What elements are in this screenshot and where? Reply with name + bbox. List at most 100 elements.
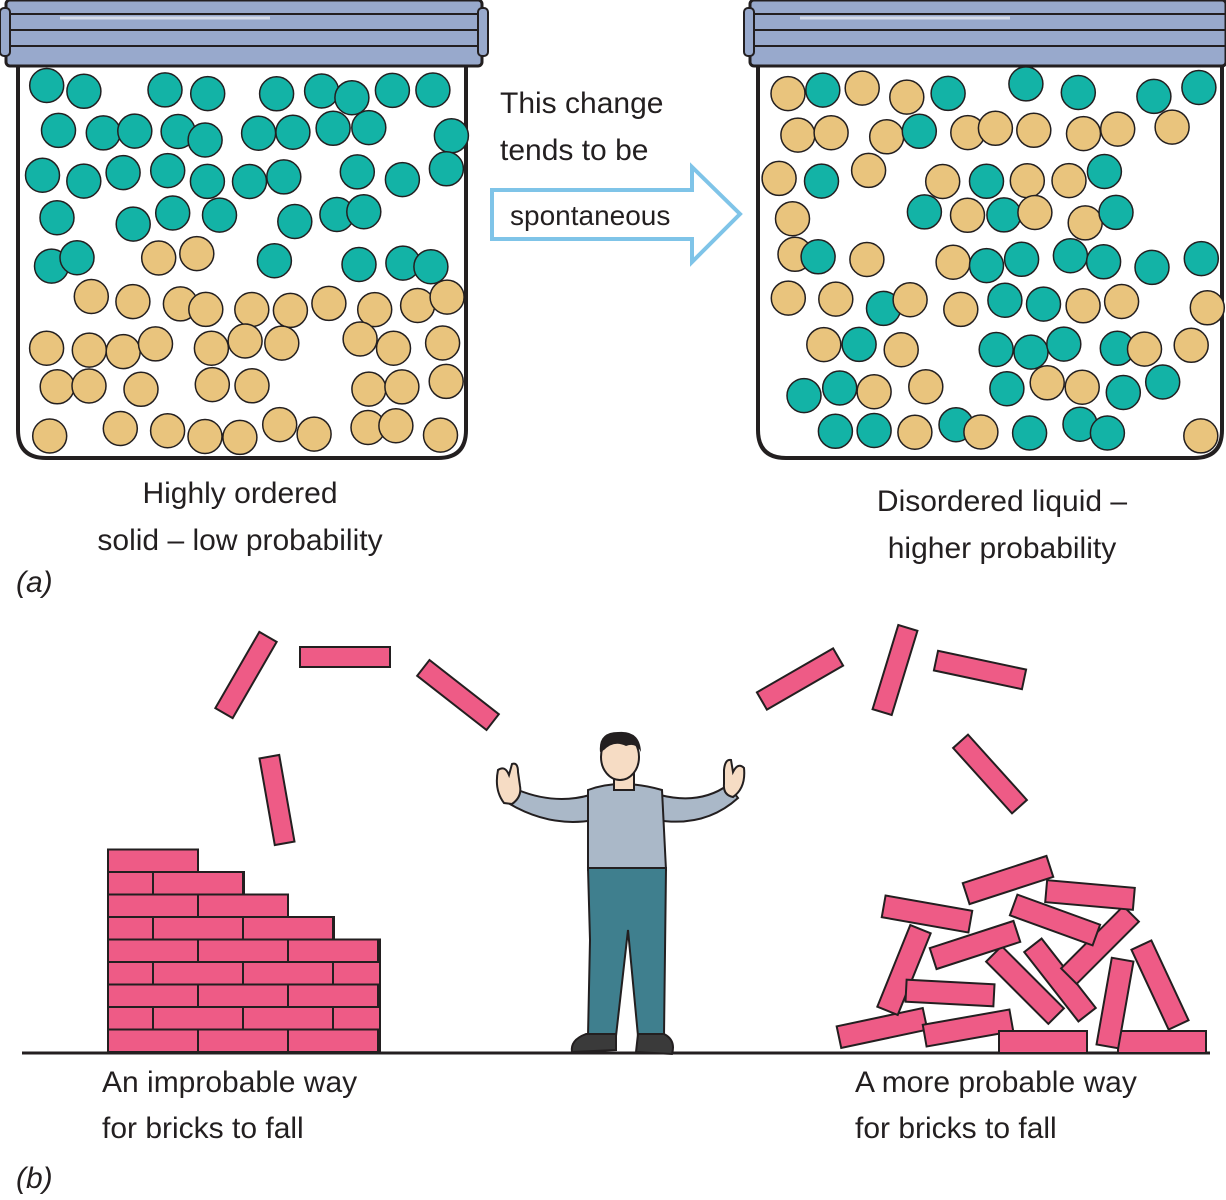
pile-brick [1117,1030,1207,1054]
flying-brick [299,646,391,668]
particle [786,377,822,414]
particle [187,122,223,158]
right-jar-caption-line-1: Disordered liquid – [877,485,1127,518]
panel-a-label: (a) [16,566,53,599]
particle [311,285,347,322]
flying-brick [755,646,845,712]
particle [1105,374,1142,411]
particle [1189,290,1226,326]
particle [1009,162,1046,199]
particle [1003,241,1040,278]
particle [40,112,77,149]
particle [1183,418,1219,454]
particle [384,369,420,405]
particle [963,414,999,450]
pile-brick [1130,939,1190,1031]
particle [806,326,842,363]
spontaneous-arrow: This change tends to be spontaneous [490,87,743,267]
wall-brick [242,1006,334,1031]
particle [1013,334,1049,370]
particle [433,118,470,154]
particle [28,330,65,366]
particle [234,291,270,328]
arrow-label-spontaneous: spontaneous [510,200,670,231]
wall-brick [332,916,335,941]
particle [424,325,461,361]
pile-brick [1044,879,1136,911]
right-jar-particles [761,66,1226,454]
wall-brick [287,938,379,963]
flying-brick [415,658,501,732]
particle [1085,244,1122,280]
flying-brick [932,649,1028,691]
particle [429,279,465,315]
particle [1008,66,1044,102]
particle [1086,153,1123,190]
right-bricks-caption-line-2: for bricks to fall [855,1112,1057,1145]
particle [334,79,370,116]
flying-bricks [213,623,1029,847]
particle [856,373,892,410]
particle [1183,240,1220,277]
particle [1089,415,1126,451]
particle [272,292,309,329]
particle [774,200,811,237]
particle [1064,369,1100,405]
particle [849,241,885,278]
particle [1025,286,1062,322]
wall-brick [107,1028,199,1053]
flying-brick [951,733,1029,815]
right-hand [722,758,746,799]
particle [315,110,351,147]
particle [892,281,928,318]
pile-brick [928,919,1022,971]
wall-brick [152,916,244,941]
particle [943,291,979,328]
hair [599,731,641,752]
particle [346,193,382,230]
particle [889,79,925,115]
wall-brick [287,1028,379,1053]
flying-brick [258,753,296,847]
particle [968,163,1005,200]
particle [374,72,411,109]
particle [1046,326,1082,362]
particle [66,73,102,110]
particle [1134,249,1170,286]
wall-brick [242,871,245,896]
particle [384,161,421,198]
particle [813,114,849,151]
wall-brick [107,938,199,963]
particle [883,331,919,368]
particle [227,323,263,359]
particle [1126,331,1163,367]
particle [800,239,836,275]
pile-brick [1095,956,1135,1050]
particle [1065,115,1102,152]
wall-brick [107,983,199,1008]
left-jar-particles [24,67,470,456]
particle [935,244,971,280]
pile-brick [998,1030,1088,1054]
particle [149,152,186,189]
particle [187,418,223,455]
arrow-text-line-2: tends to be [500,134,648,167]
wall-brick [107,871,154,896]
particle [105,333,141,370]
particle [1011,415,1048,451]
particle [770,75,806,112]
arrow-shape [490,162,743,267]
particle [303,73,340,109]
left-bricks-caption-line-1: An improbable way [102,1066,357,1099]
flying-brick [213,630,279,720]
particle [194,366,231,403]
particle [117,113,153,149]
particle [1154,109,1190,145]
particle [71,332,108,368]
particle [31,418,68,454]
pile-brick [984,944,1066,1026]
wall-brick [152,1006,244,1031]
particle [1052,237,1089,274]
wall-brick [377,1028,381,1053]
particle [66,163,102,199]
